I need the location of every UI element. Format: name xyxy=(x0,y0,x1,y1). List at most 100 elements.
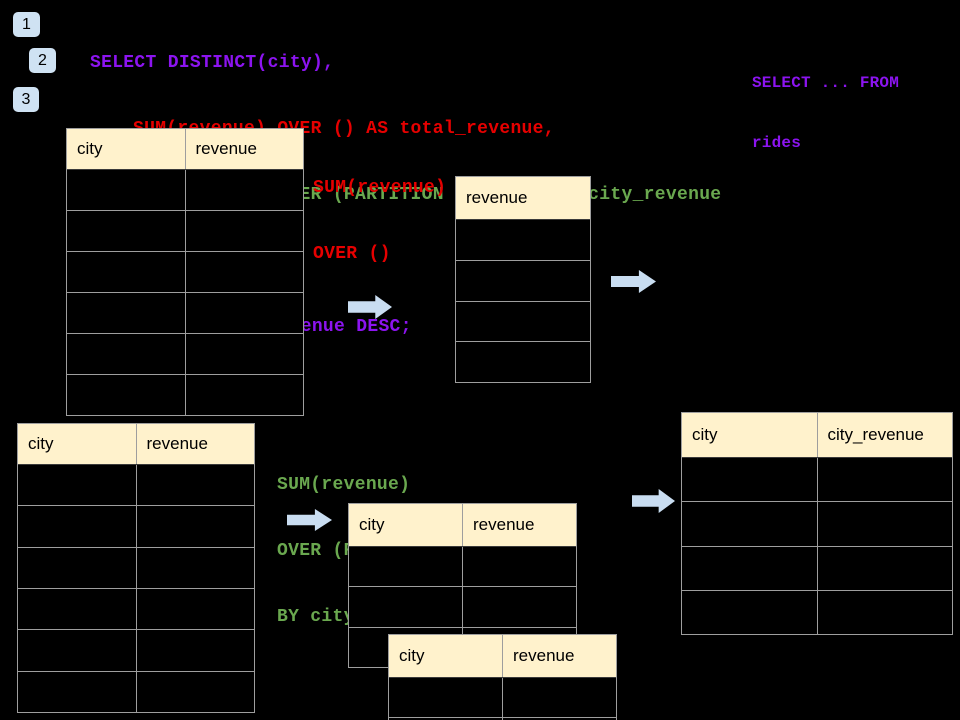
table-cell-empty xyxy=(67,375,186,415)
table-cell-empty xyxy=(389,678,503,717)
column-header: city xyxy=(67,129,186,169)
side-note-line-2: rides xyxy=(752,134,802,152)
table-cell-empty xyxy=(137,465,255,505)
label-total-line-1: SUM(revenue) xyxy=(313,178,447,198)
table-cell-empty xyxy=(389,718,503,720)
table-cell-empty xyxy=(186,211,304,251)
table-cell-empty xyxy=(137,548,255,588)
column-header: city xyxy=(18,424,137,464)
table-cell-empty xyxy=(456,342,590,382)
table-cell-empty xyxy=(463,587,576,626)
table-row xyxy=(389,678,616,718)
column-header: revenue xyxy=(513,646,575,665)
table-cell-empty xyxy=(18,547,137,588)
table-cell-empty xyxy=(18,506,137,547)
column-header: city_revenue xyxy=(827,425,924,444)
table-city-revenue-result: city city_revenue xyxy=(681,412,953,635)
table-cell-empty xyxy=(186,252,304,292)
table-row xyxy=(18,547,255,589)
arrow-right-icon xyxy=(632,489,675,513)
table-cell-empty xyxy=(137,630,255,670)
table-row xyxy=(349,547,576,588)
column-header: revenue xyxy=(473,515,535,534)
table-header-row: city city_revenue xyxy=(682,413,952,458)
table-cell-empty xyxy=(503,678,616,717)
table-rides-source-bottom: city revenue xyxy=(17,423,255,713)
table-cell-empty xyxy=(818,458,953,501)
step-badge-1: 1 xyxy=(13,12,40,37)
table-row xyxy=(18,630,255,672)
table-cell-empty xyxy=(682,502,818,546)
table-row xyxy=(456,220,590,261)
table-cell-empty xyxy=(682,590,818,634)
label-total-line-2: OVER () xyxy=(313,244,391,264)
table-cell-empty xyxy=(18,465,137,506)
table-row xyxy=(456,342,590,382)
table-cell-empty xyxy=(463,547,576,586)
table-row xyxy=(349,587,576,628)
table-cell-empty xyxy=(18,671,137,712)
table-row xyxy=(18,465,255,507)
table-header-row: revenue xyxy=(456,177,590,220)
table-row xyxy=(67,211,303,252)
table-row xyxy=(682,502,953,547)
table-row xyxy=(67,293,303,334)
table-row xyxy=(67,334,303,375)
column-header: city xyxy=(349,504,463,546)
table-row xyxy=(682,590,953,634)
table-row xyxy=(682,546,953,591)
column-header: city xyxy=(682,413,818,457)
table-cell-empty xyxy=(682,546,818,590)
table-cell-empty xyxy=(456,302,590,342)
column-header: city xyxy=(389,635,503,677)
table-cell-empty xyxy=(67,334,186,374)
table-cell-empty xyxy=(349,547,463,587)
column-header: revenue xyxy=(195,139,257,158)
table-cell-empty xyxy=(682,458,818,502)
table-cell-empty xyxy=(18,588,137,630)
table-cell-empty xyxy=(456,220,590,260)
table-cell-empty xyxy=(18,630,137,671)
label-partition-line-1: SUM(revenue) xyxy=(277,475,411,495)
table-row xyxy=(389,718,616,720)
table-cell-empty xyxy=(818,547,953,590)
table-cell-empty xyxy=(137,672,255,712)
table-header-row: city revenue xyxy=(389,635,616,678)
sql-code-line-1: SELECT DISTINCT(city), xyxy=(90,53,335,73)
table-cell-empty xyxy=(186,293,304,333)
column-header: revenue xyxy=(146,434,208,453)
table-row xyxy=(67,375,303,415)
table-cell-empty xyxy=(67,293,186,333)
side-note: SELECT ... FROM rides xyxy=(752,33,899,193)
table-header-row: city revenue xyxy=(18,424,254,465)
table-cell-empty xyxy=(67,252,186,292)
table-row xyxy=(18,671,255,712)
table-cell-empty xyxy=(186,170,304,210)
table-total-revenue-result: revenue xyxy=(455,176,591,383)
table-cell-empty xyxy=(137,506,255,546)
table-cell-empty xyxy=(67,211,186,251)
table-cell-empty xyxy=(456,261,590,301)
table-cell-empty xyxy=(186,334,304,374)
table-partition-step-front: city revenue xyxy=(388,634,617,720)
table-row xyxy=(18,588,255,631)
table-row xyxy=(682,458,953,503)
table-rides-source-top: city revenue xyxy=(66,128,304,416)
table-row xyxy=(67,170,303,211)
window-function-label-total: SUM(revenue) OVER () xyxy=(313,133,446,309)
table-header-row: city revenue xyxy=(67,129,303,170)
side-note-line-1: SELECT ... FROM xyxy=(752,74,900,92)
step-badge-2: 2 xyxy=(29,48,56,73)
table-cell-empty xyxy=(818,502,953,545)
table-row xyxy=(456,261,590,302)
step-badge-3: 3 xyxy=(13,87,39,112)
table-cell-empty xyxy=(67,170,186,210)
table-row xyxy=(456,302,590,343)
table-cell-empty xyxy=(137,589,255,629)
table-cell-empty xyxy=(349,587,463,627)
table-header-row: city revenue xyxy=(349,504,576,547)
table-cell-empty xyxy=(818,591,953,634)
column-header: revenue xyxy=(466,188,528,207)
table-row xyxy=(18,506,255,548)
